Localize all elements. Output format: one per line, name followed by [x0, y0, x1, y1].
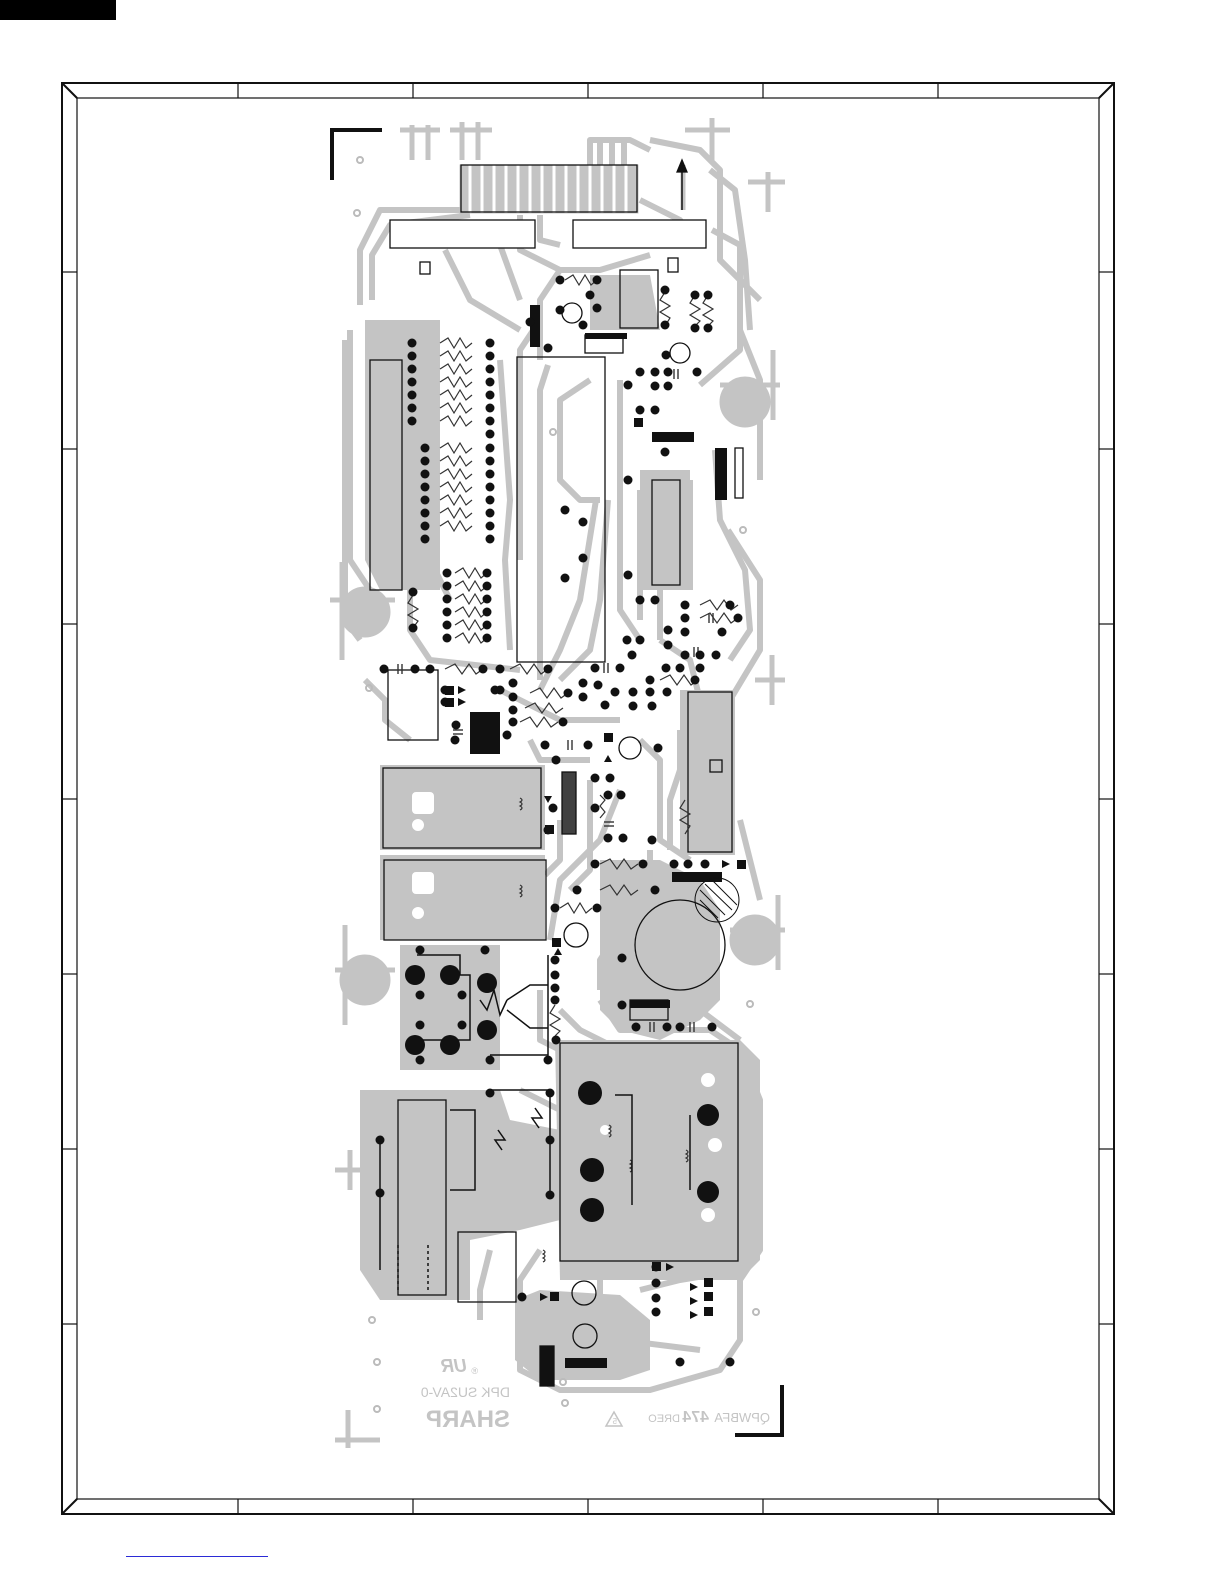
revision-triangle: 5 [606, 1412, 622, 1426]
part-bold: 474 [682, 1409, 709, 1426]
part-number-silkscreen: QPWBFA 474 DREO [648, 1409, 770, 1426]
part-suffix: DREO [648, 1413, 680, 1425]
brand-silkscreen: SHARP [426, 1406, 510, 1433]
bottom-link-line [126, 1556, 268, 1557]
revision-mark: 5 [612, 1417, 617, 1426]
board-code-silkscreen: DPK SU2AV-0 [421, 1384, 510, 1400]
registered-mark: ® [471, 1366, 478, 1376]
ul-mark-silkscreen: UR [441, 1356, 467, 1376]
part-prefix: QPWBFA [714, 1410, 770, 1425]
